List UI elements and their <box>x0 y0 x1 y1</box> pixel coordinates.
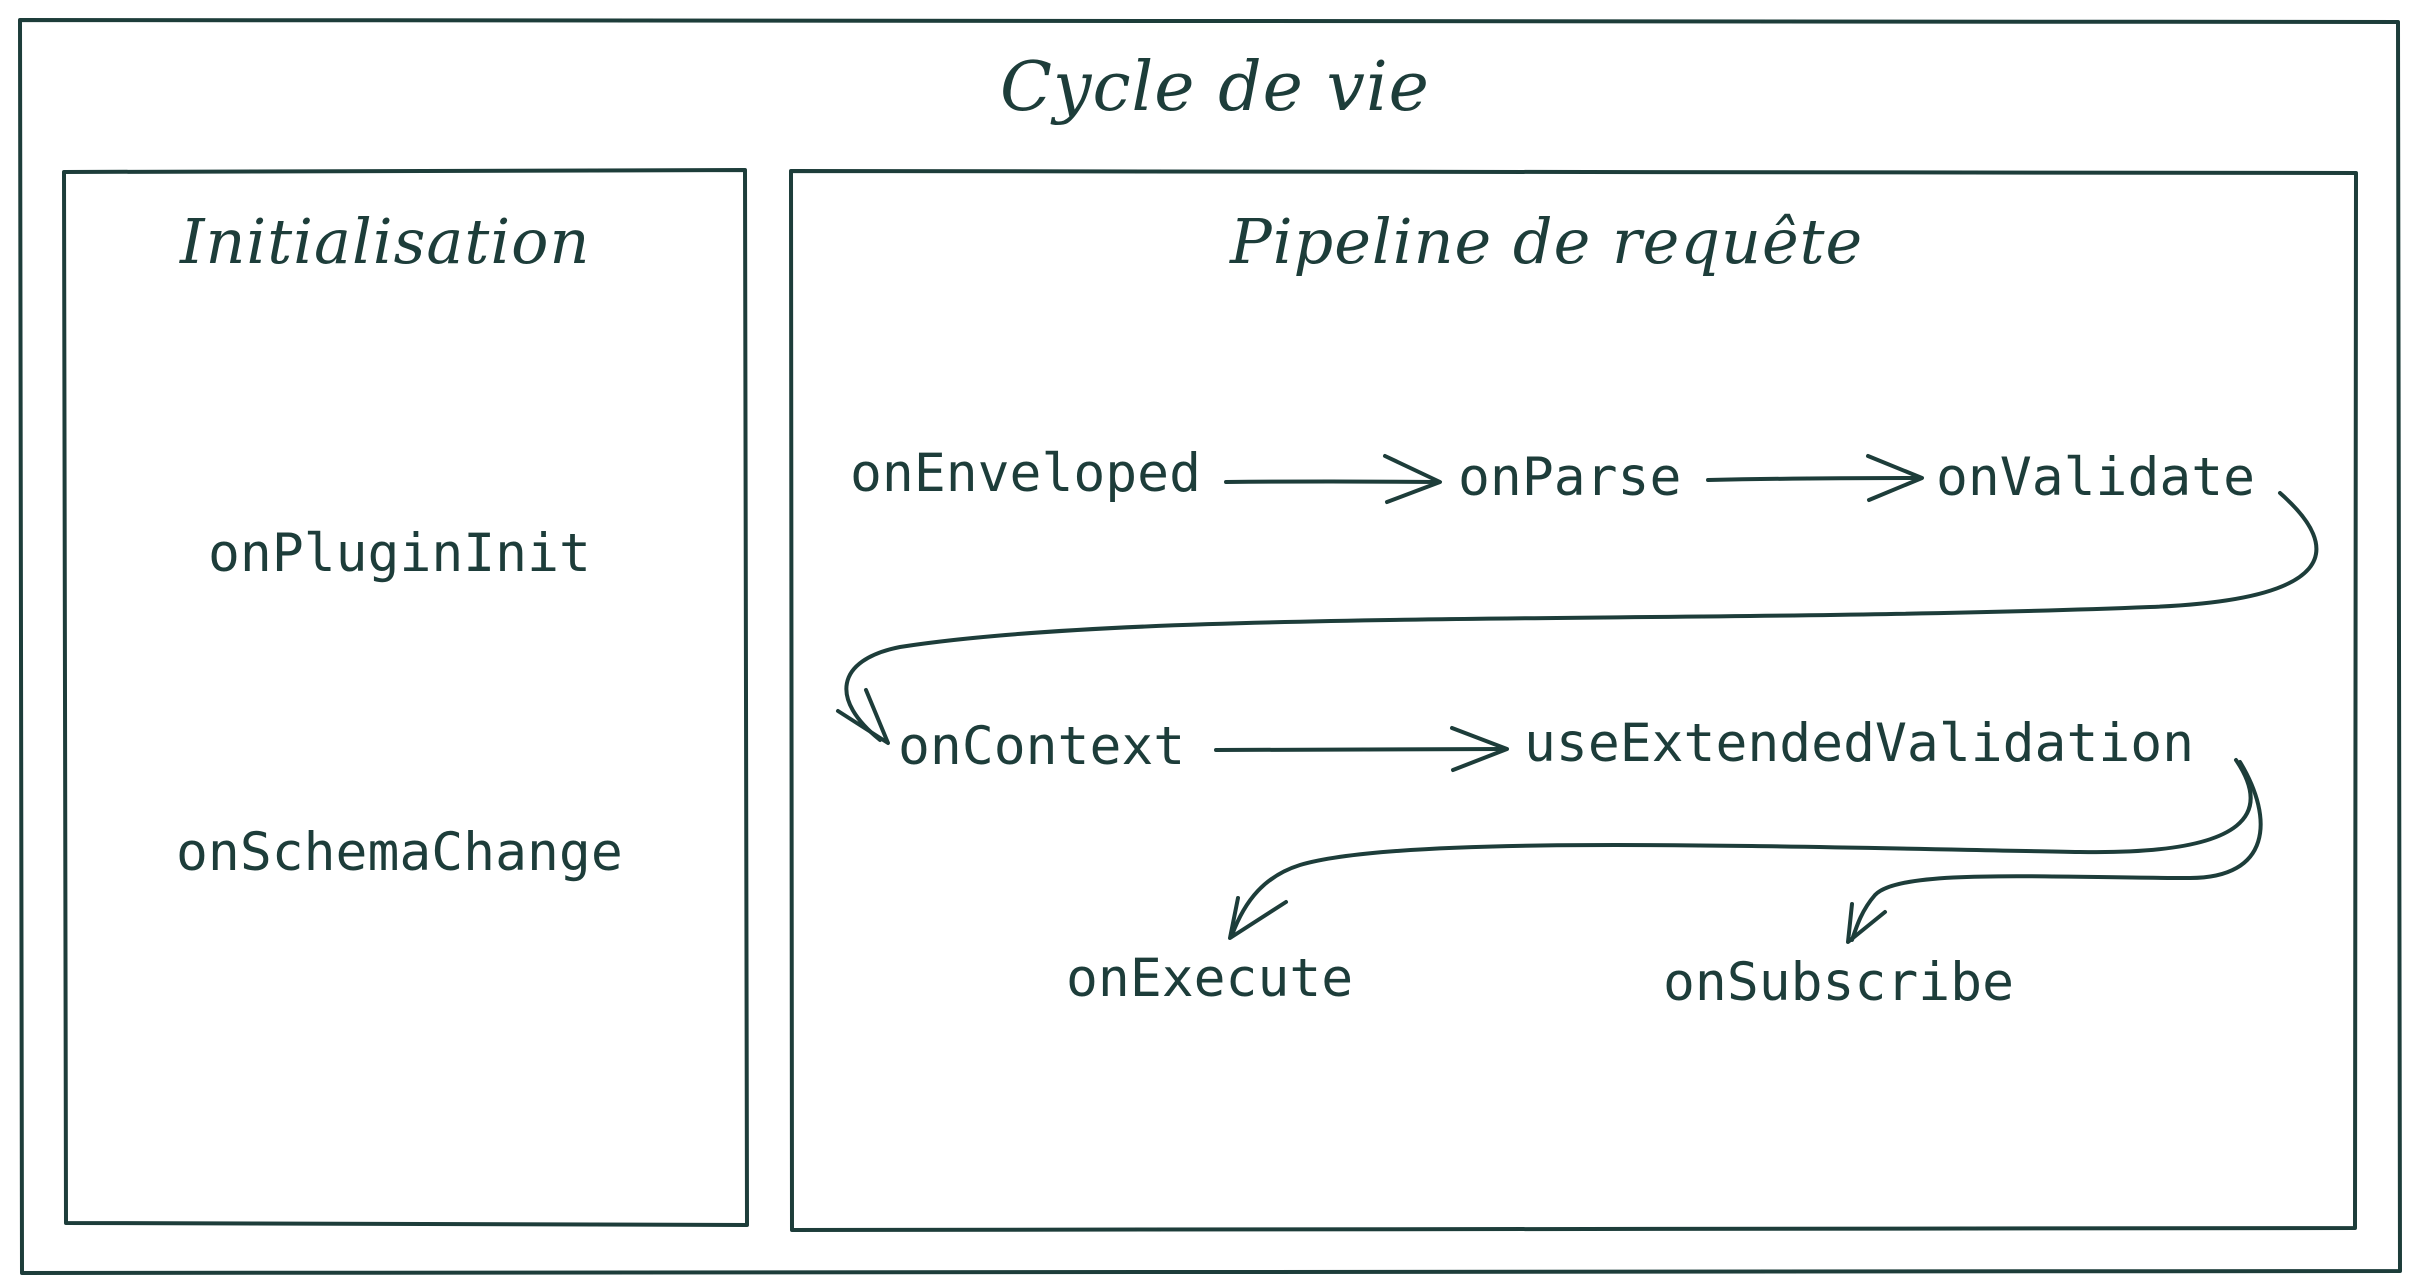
arrow-extended-to-execute-head <box>1228 896 1288 940</box>
arrow-enveloped-to-parse-head <box>1383 454 1442 504</box>
arrow-validate-to-context <box>844 491 2319 742</box>
arrow-validate-to-context-head <box>836 688 890 745</box>
pipeline-panel-frame <box>789 169 2358 1232</box>
diagram-title: Cycle de vie <box>1000 48 1430 127</box>
arrow-parse-to-validate <box>1706 476 1923 482</box>
pipeline-panel-title: Pipeline de requête <box>1230 205 1864 278</box>
arrow-extended-to-subscribe <box>1850 760 2263 942</box>
arrow-parse-to-validate-head <box>1866 454 1924 502</box>
arrow-extended-to-subscribe-head <box>1846 902 1887 944</box>
step-on-subscribe: onSubscribe <box>1663 952 2014 1013</box>
hook-on-schema-change: onSchemaChange <box>176 822 623 883</box>
outer-frame <box>18 18 2402 1275</box>
arrow-enveloped-to-parse <box>1224 479 1440 484</box>
step-on-context: onContext <box>898 716 1186 777</box>
step-on-enveloped: onEnveloped <box>850 443 1201 504</box>
arrow-context-to-extended-head <box>1450 726 1509 772</box>
arrow-context-to-extended <box>1214 747 1507 752</box>
init-panel-title: Initialisation <box>180 205 591 278</box>
hook-on-plugin-init: onPluginInit <box>208 523 591 584</box>
step-on-validate: onValidate <box>1936 447 2256 508</box>
step-on-execute: onExecute <box>1066 948 1354 1009</box>
step-use-extended-validation: useExtendedValidation <box>1524 713 2195 774</box>
init-panel-frame <box>62 168 749 1227</box>
step-on-parse: onParse <box>1458 447 1682 508</box>
arrow-extended-to-execute <box>1230 758 2253 937</box>
